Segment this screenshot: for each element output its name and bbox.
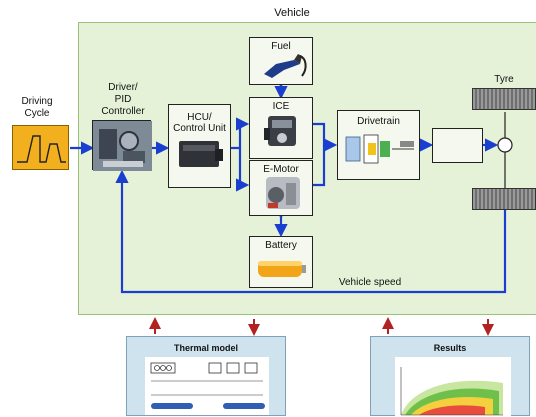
fuel-nozzle-icon xyxy=(264,54,307,78)
emotor-to-drivetrain-arrow xyxy=(313,145,326,187)
tyre-bottom-icon xyxy=(472,188,536,210)
efficiency-map-icon xyxy=(395,357,511,417)
battery-block: Battery xyxy=(249,236,313,288)
hcu-block: HCU/ Control Unit xyxy=(168,104,231,188)
driver-pid-block xyxy=(92,120,152,171)
drivetrain-block: Drivetrain xyxy=(337,110,420,180)
control-unit-icon xyxy=(179,141,223,167)
ice-block: ICE xyxy=(249,97,313,159)
drivetrain-label: Drivetrain xyxy=(357,116,400,127)
speed-feedback-line xyxy=(115,169,507,294)
hcu-to-ice-arrow xyxy=(231,117,250,150)
vehicle-speed-label: Vehicle speed xyxy=(338,277,402,288)
engine-icon xyxy=(264,116,296,146)
driving-cycle-profile-icon xyxy=(17,135,66,163)
fuel-label: Fuel xyxy=(271,41,291,52)
axle-hub xyxy=(497,137,513,153)
tyre-label: Tyre xyxy=(494,74,514,85)
drivetrain-schematic-icon xyxy=(345,134,414,164)
emotor-block: E-Motor xyxy=(249,160,313,216)
battery-label: Battery xyxy=(265,240,297,251)
hcu-label: HCU/ Control Unit xyxy=(173,112,226,134)
vehicle-label: Vehicle xyxy=(274,7,310,19)
driving-cycle-block xyxy=(12,125,69,170)
driver-label: Driver/ PID Controller xyxy=(101,82,145,117)
battery-cell-icon xyxy=(258,261,306,277)
hcu-to-emotor-arrow xyxy=(236,148,250,192)
thermal-model-label: Thermal model xyxy=(173,343,238,353)
thermal-model-panel: Thermal model xyxy=(126,336,286,416)
driving-cycle-label: Driving Cycle xyxy=(21,96,53,119)
emotor-label: E-Motor xyxy=(263,164,299,175)
final-drive-block xyxy=(432,128,483,163)
fuel-block: Fuel xyxy=(249,37,313,85)
tyre-top-icon xyxy=(472,88,536,110)
ice-label: ICE xyxy=(272,101,290,112)
results-label: Results xyxy=(433,343,467,353)
robot-driver-icon xyxy=(93,121,152,171)
results-panel: Results xyxy=(370,336,530,417)
ice-to-drivetrain-arrow xyxy=(313,122,338,152)
electric-motor-icon xyxy=(266,177,300,209)
thermal-network-icon xyxy=(145,357,269,415)
